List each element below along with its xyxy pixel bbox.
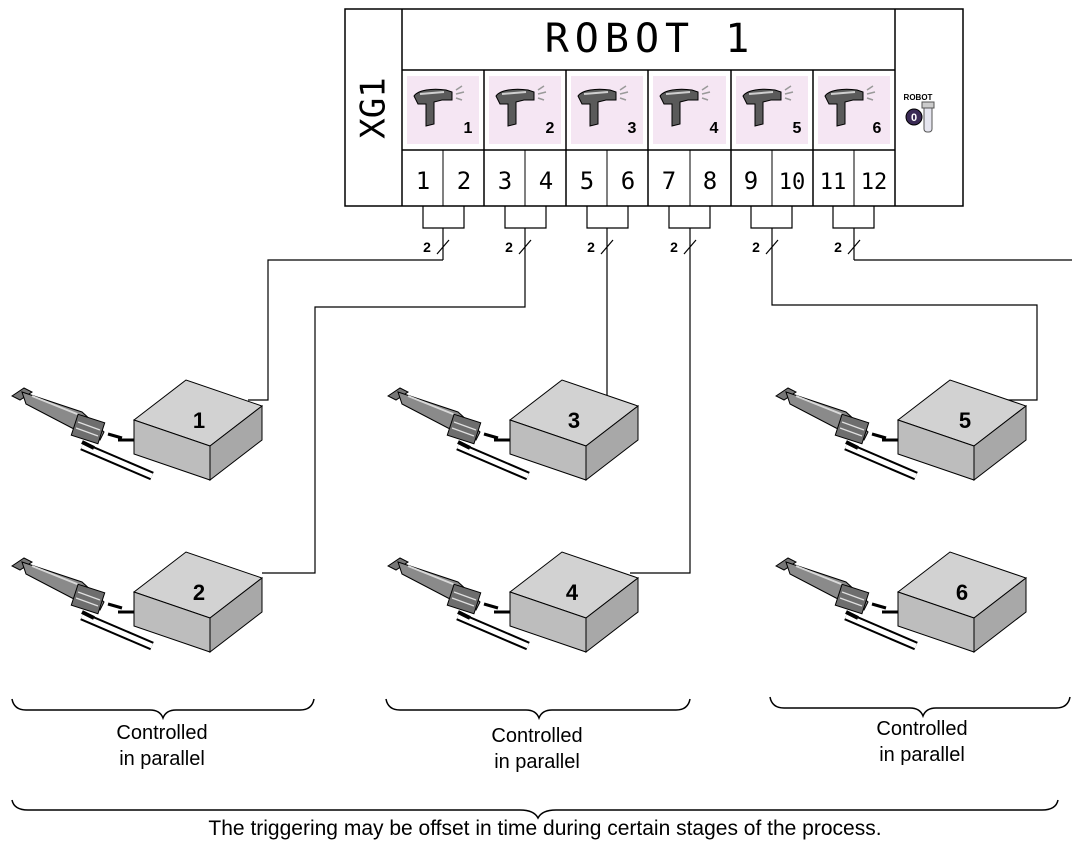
- group-caption-line1: Controlled: [876, 718, 968, 740]
- wire-to-unit-4: [630, 260, 691, 574]
- footer-note: The triggering may be offset in time dur…: [208, 817, 882, 840]
- unit-label: 2: [193, 580, 205, 605]
- terminal-4: 4: [539, 167, 553, 195]
- unit-label: 3: [568, 408, 580, 433]
- wire-count-label: 2: [670, 239, 678, 255]
- wire-to-unit-2: [262, 260, 526, 574]
- terminal-5: 5: [580, 167, 594, 195]
- gun-cell-3: 3: [571, 76, 643, 144]
- group-caption-line1: Controlled: [491, 725, 583, 747]
- wire-count-label: 2: [587, 239, 595, 255]
- terminal-8: 8: [703, 167, 717, 195]
- terminal-10: 10: [779, 170, 806, 195]
- gun-cells: 1 2 3 4 5 6: [407, 76, 890, 144]
- group-caption-2: Controlled in parallel: [457, 723, 617, 775]
- wire-count-label: 2: [505, 239, 513, 255]
- terminal-9: 9: [744, 167, 758, 195]
- unit-label: 6: [956, 580, 968, 605]
- terminal-12: 12: [861, 170, 888, 195]
- gun-number: 1: [464, 120, 473, 137]
- unit-3: 3: [388, 379, 639, 481]
- unit-2: 2: [12, 551, 263, 653]
- gun-cell-1: 1: [407, 76, 479, 144]
- spray-applicator-icon: [388, 388, 528, 476]
- unit-label: 1: [193, 408, 205, 433]
- gun-cell-4: 4: [653, 76, 726, 144]
- group-caption-1: Controlled in parallel: [82, 720, 242, 772]
- wire-count-label: 2: [752, 239, 760, 255]
- overall-brace: [11, 799, 1059, 820]
- terminal-strip: 1 2 3 4 5 6 7 8 9 10 11 12: [416, 167, 887, 195]
- unit-1: 1: [12, 379, 263, 481]
- wire-to-unit-5: [771, 260, 1038, 401]
- robot-badge-number: 0: [911, 112, 917, 124]
- robot-badge: ROBOT 0: [904, 93, 935, 133]
- terminal-7: 7: [662, 167, 676, 195]
- terminal-connectors: [422, 206, 875, 260]
- terminal-1: 1: [416, 167, 430, 195]
- gun-cell-6: 6: [818, 76, 890, 144]
- terminal-3: 3: [498, 167, 512, 195]
- group-caption-line2: in parallel: [119, 748, 205, 770]
- spray-applicator-icon: [776, 558, 916, 646]
- gun-cell-2: 2: [489, 76, 561, 144]
- wire-count-labels: 2 2 2 2 2 2: [423, 239, 842, 255]
- controller-label: XG1: [354, 77, 394, 138]
- terminal-6: 6: [621, 167, 635, 195]
- group-caption-3: Controlled in parallel: [842, 716, 1002, 768]
- unit-6: 6: [776, 551, 1027, 653]
- robot-badge-label: ROBOT: [904, 93, 933, 102]
- gun-cell-5: 5: [736, 76, 808, 144]
- group-brace-3: [769, 696, 1071, 719]
- control-units: 1 2 3 4 5 6: [12, 379, 1027, 653]
- robot-title: ROBOT 1: [545, 16, 756, 62]
- gun-number: 3: [628, 120, 637, 137]
- terminal-2: 2: [457, 167, 471, 195]
- spray-applicator-icon: [12, 388, 152, 476]
- unit-4: 4: [388, 551, 639, 653]
- spray-applicator-icon: [12, 558, 152, 646]
- group-brace-2: [385, 698, 691, 721]
- group-brace-1: [11, 698, 315, 721]
- gun-number: 4: [710, 120, 719, 137]
- unit-label: 5: [959, 408, 971, 433]
- unit-5: 5: [776, 379, 1027, 481]
- unit-label: 4: [566, 580, 579, 605]
- group-braces: [11, 696, 1071, 820]
- terminal-11: 11: [820, 170, 847, 195]
- group-caption-line2: in parallel: [879, 744, 965, 766]
- wire-to-unit-3: [602, 260, 608, 401]
- spray-applicator-icon: [388, 558, 528, 646]
- gun-number: 6: [873, 120, 882, 137]
- spray-applicator-icon: [776, 388, 916, 476]
- gun-number: 5: [793, 120, 802, 137]
- wire-count-label: 2: [423, 239, 431, 255]
- wire-to-unit-1: [248, 259, 443, 401]
- group-caption-line1: Controlled: [116, 722, 208, 744]
- wire-count-label: 2: [834, 239, 842, 255]
- group-caption-line2: in parallel: [494, 751, 580, 773]
- gun-number: 2: [546, 120, 555, 137]
